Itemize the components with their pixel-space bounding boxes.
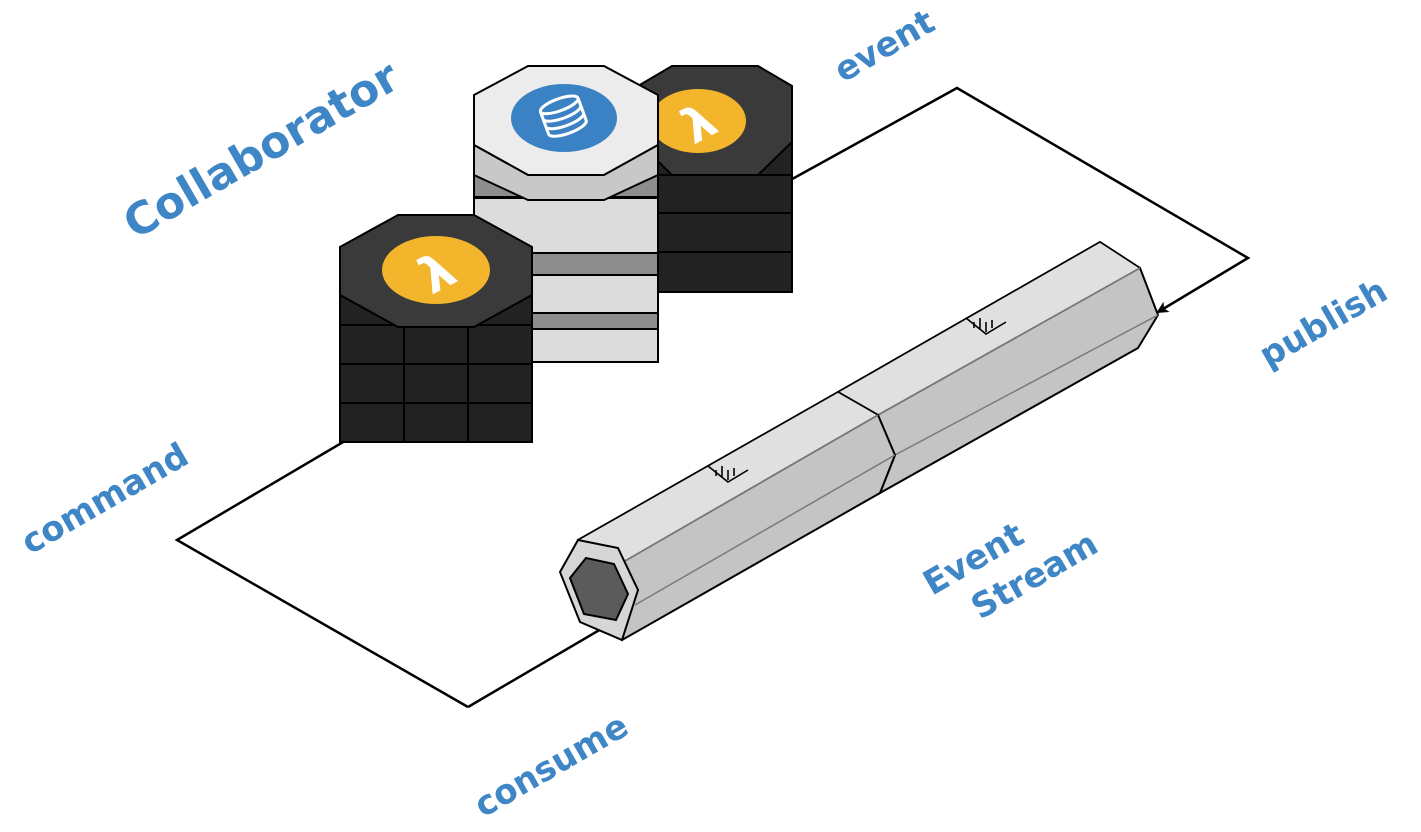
connectors [174, 86, 1251, 709]
event-stream-tube [558, 240, 1160, 642]
lambda-node-back: λ [637, 65, 793, 293]
consume-connector [467, 623, 609, 709]
lambda-icon: λ [382, 236, 490, 306]
consume-label: consume [468, 706, 636, 826]
lambda-node-front: λ [339, 214, 533, 443]
database-node [473, 65, 659, 363]
event-publish-connector [784, 86, 1251, 314]
command-label: command [15, 435, 196, 563]
bar-chart-icon [965, 317, 1007, 335]
collaborator-label: Collaborator [115, 51, 408, 250]
command-connector [174, 423, 469, 709]
event-label: event [828, 2, 942, 91]
bar-chart-icon [707, 465, 749, 483]
database-icon [511, 84, 617, 152]
publish-label: publish [1253, 271, 1395, 376]
lambda-icon: λ [650, 89, 746, 156]
